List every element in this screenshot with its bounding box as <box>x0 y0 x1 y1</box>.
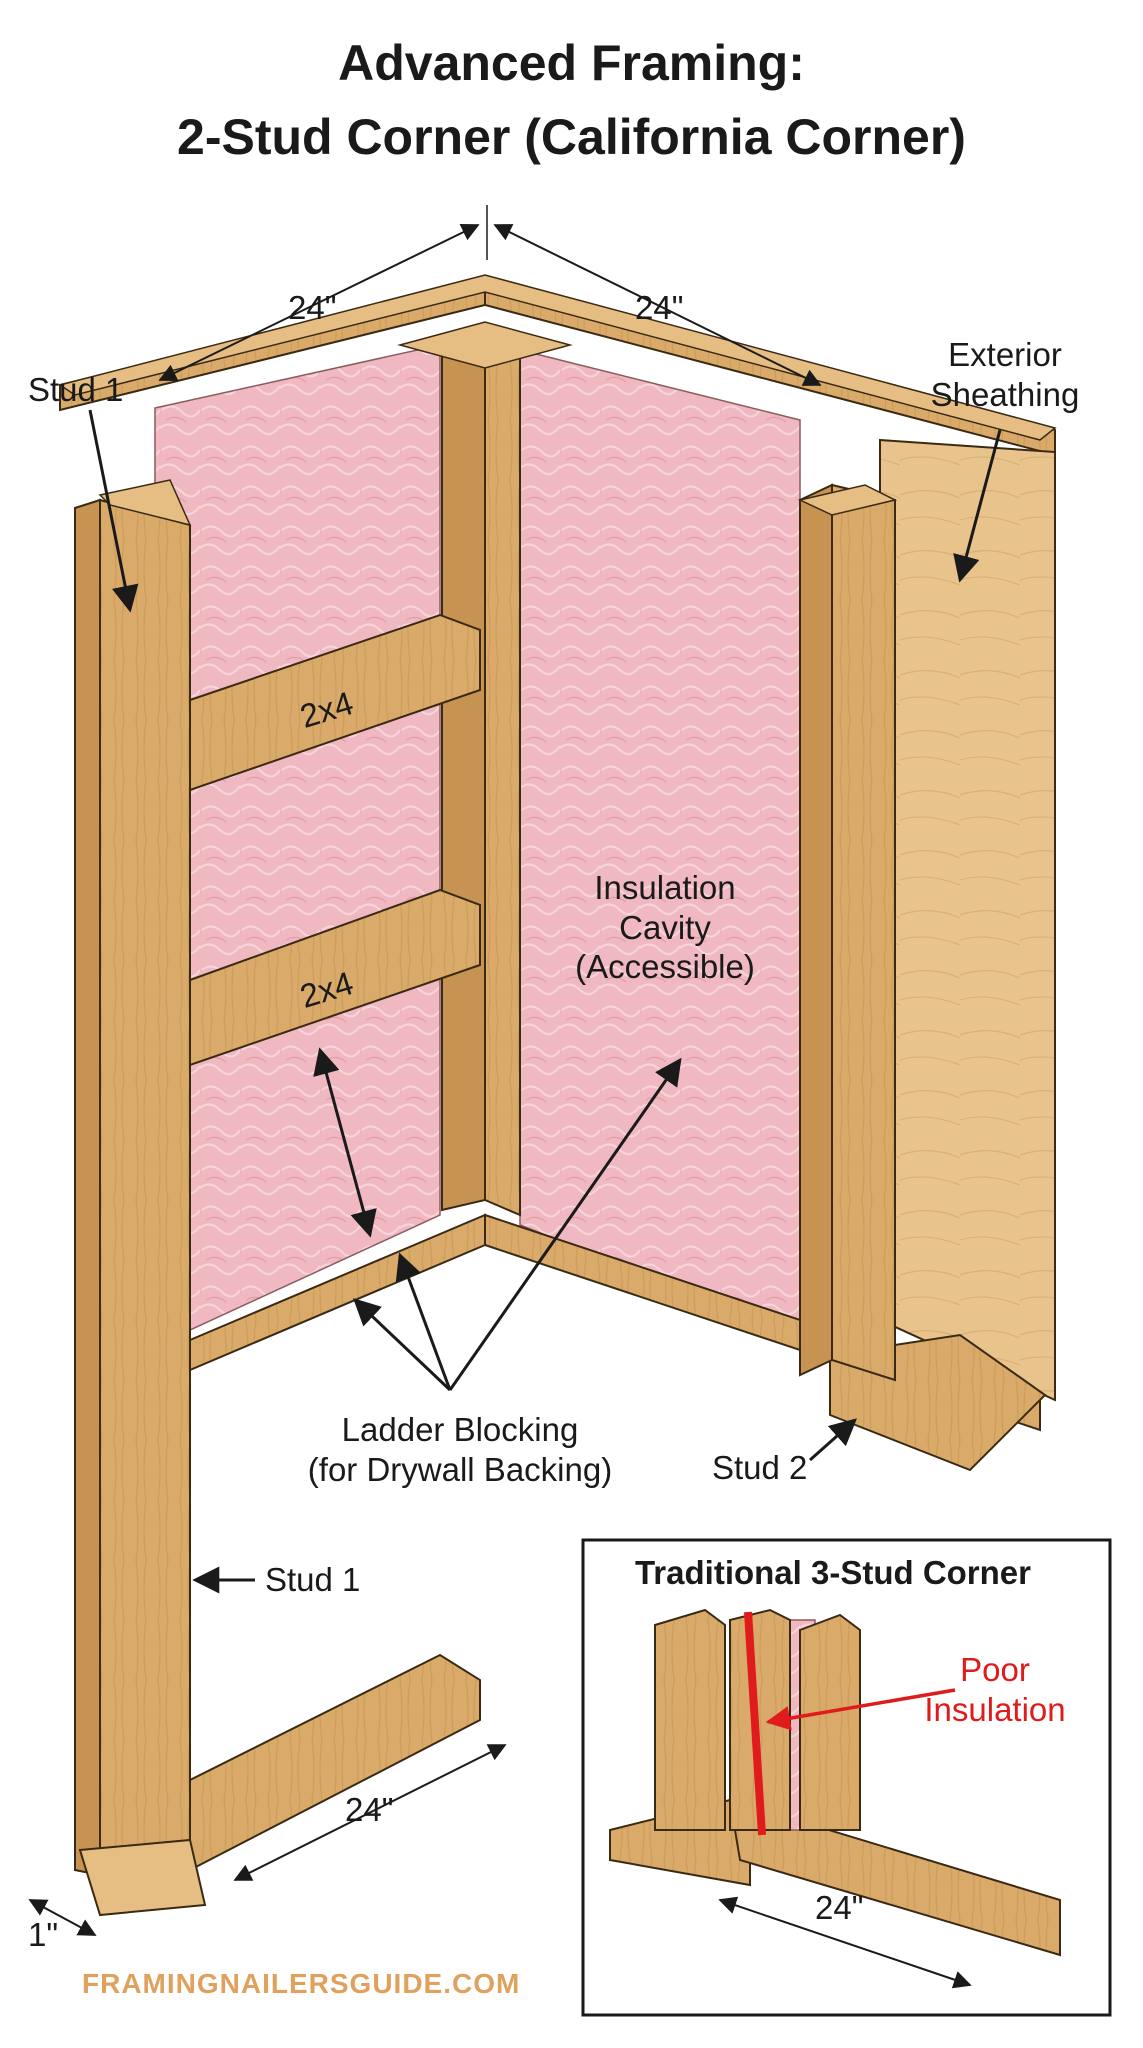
inset-callout-arrow <box>765 1688 956 1731</box>
dim-top-right: 24" <box>635 289 684 326</box>
inset-red-marker <box>744 1611 766 1836</box>
stud-1-base-block <box>78 1838 207 1917</box>
label-cavity-line-3: (Accessible) <box>575 948 755 986</box>
stud-1-side <box>74 498 101 1877</box>
dim-bottom-wall: 24" <box>345 1791 394 1828</box>
label-cavity-line-2: Cavity <box>619 908 711 946</box>
label-ladder-line-1: Ladder Blocking <box>341 1411 579 1448</box>
label-insulation-cavity: Insulation Cavity (Accessible) <box>555 868 775 987</box>
dim-top-right-line <box>493 224 822 386</box>
label-cavity-line-1: Insulation <box>594 869 736 906</box>
dim-corner-offset-line <box>28 1899 97 1936</box>
stud-1-cap <box>98 479 192 527</box>
right-insulation <box>519 349 801 1337</box>
leader-ladder-2 <box>395 1252 452 1391</box>
title-line-2: 2-Stud Corner (California Corner) <box>177 109 966 165</box>
leader-ladder-3 <box>448 1057 682 1391</box>
dim-corner-offset: 1" <box>28 1916 59 1953</box>
stud-2-side <box>799 483 833 1377</box>
leader-blocking-span <box>313 1047 377 1238</box>
dim-top-left: 24" <box>288 289 337 326</box>
stud-2-front <box>831 483 896 1382</box>
corner-stud-front <box>484 328 521 1217</box>
leader-sheathing <box>953 429 1002 583</box>
title-line-1: Advanced Framing: <box>338 35 805 91</box>
label-stud-1-top: Stud 1 <box>28 371 124 408</box>
leader-stud2 <box>809 1418 858 1462</box>
label-ladder-blocking: Ladder Blocking (for Drywall Backing) <box>280 1410 640 1489</box>
label-stud-2: Stud 2 <box>712 1449 808 1486</box>
dim-bottom-wall-line <box>233 1744 507 1881</box>
label-stud-1-bottom: Stud 1 <box>265 1561 361 1598</box>
label-exterior-sheathing: Exterior Sheathing <box>905 335 1105 414</box>
inset-dimension: 24" <box>815 1889 864 1926</box>
inset-title: Traditional 3-Stud Corner <box>634 1554 1032 1591</box>
stud-1-front <box>99 498 191 1897</box>
leader-stud1-top <box>88 409 139 613</box>
inset-plate-right <box>728 1798 1061 1957</box>
inset-callout-line-2: Insulation <box>924 1690 1066 1728</box>
leader-ladder-1 <box>353 1298 452 1392</box>
site-watermark: FRAMINGNAILERSGUIDE.COM <box>82 1968 521 1999</box>
corner-stud-left <box>441 328 486 1212</box>
label-sheathing-line-1: Exterior <box>948 336 1062 373</box>
label-ladder-line-2: (for Drywall Backing) <box>307 1450 613 1488</box>
exterior-sheathing <box>879 438 1056 1402</box>
stud-2-cap <box>797 484 898 516</box>
left-insulation <box>154 344 441 1341</box>
stud-1-bottom-plate <box>189 1653 481 1872</box>
label-sheathing-line-2: Sheathing <box>930 375 1080 413</box>
dim-top-left-line <box>158 224 480 381</box>
inset-dim-line <box>718 1896 972 1989</box>
inset-stud-a <box>654 1608 726 1831</box>
inset-stud-c <box>799 1613 861 1831</box>
inset-callout-label: Poor Insulation <box>895 1650 1095 1729</box>
inset-callout-line-1: Poor <box>960 1651 1030 1688</box>
